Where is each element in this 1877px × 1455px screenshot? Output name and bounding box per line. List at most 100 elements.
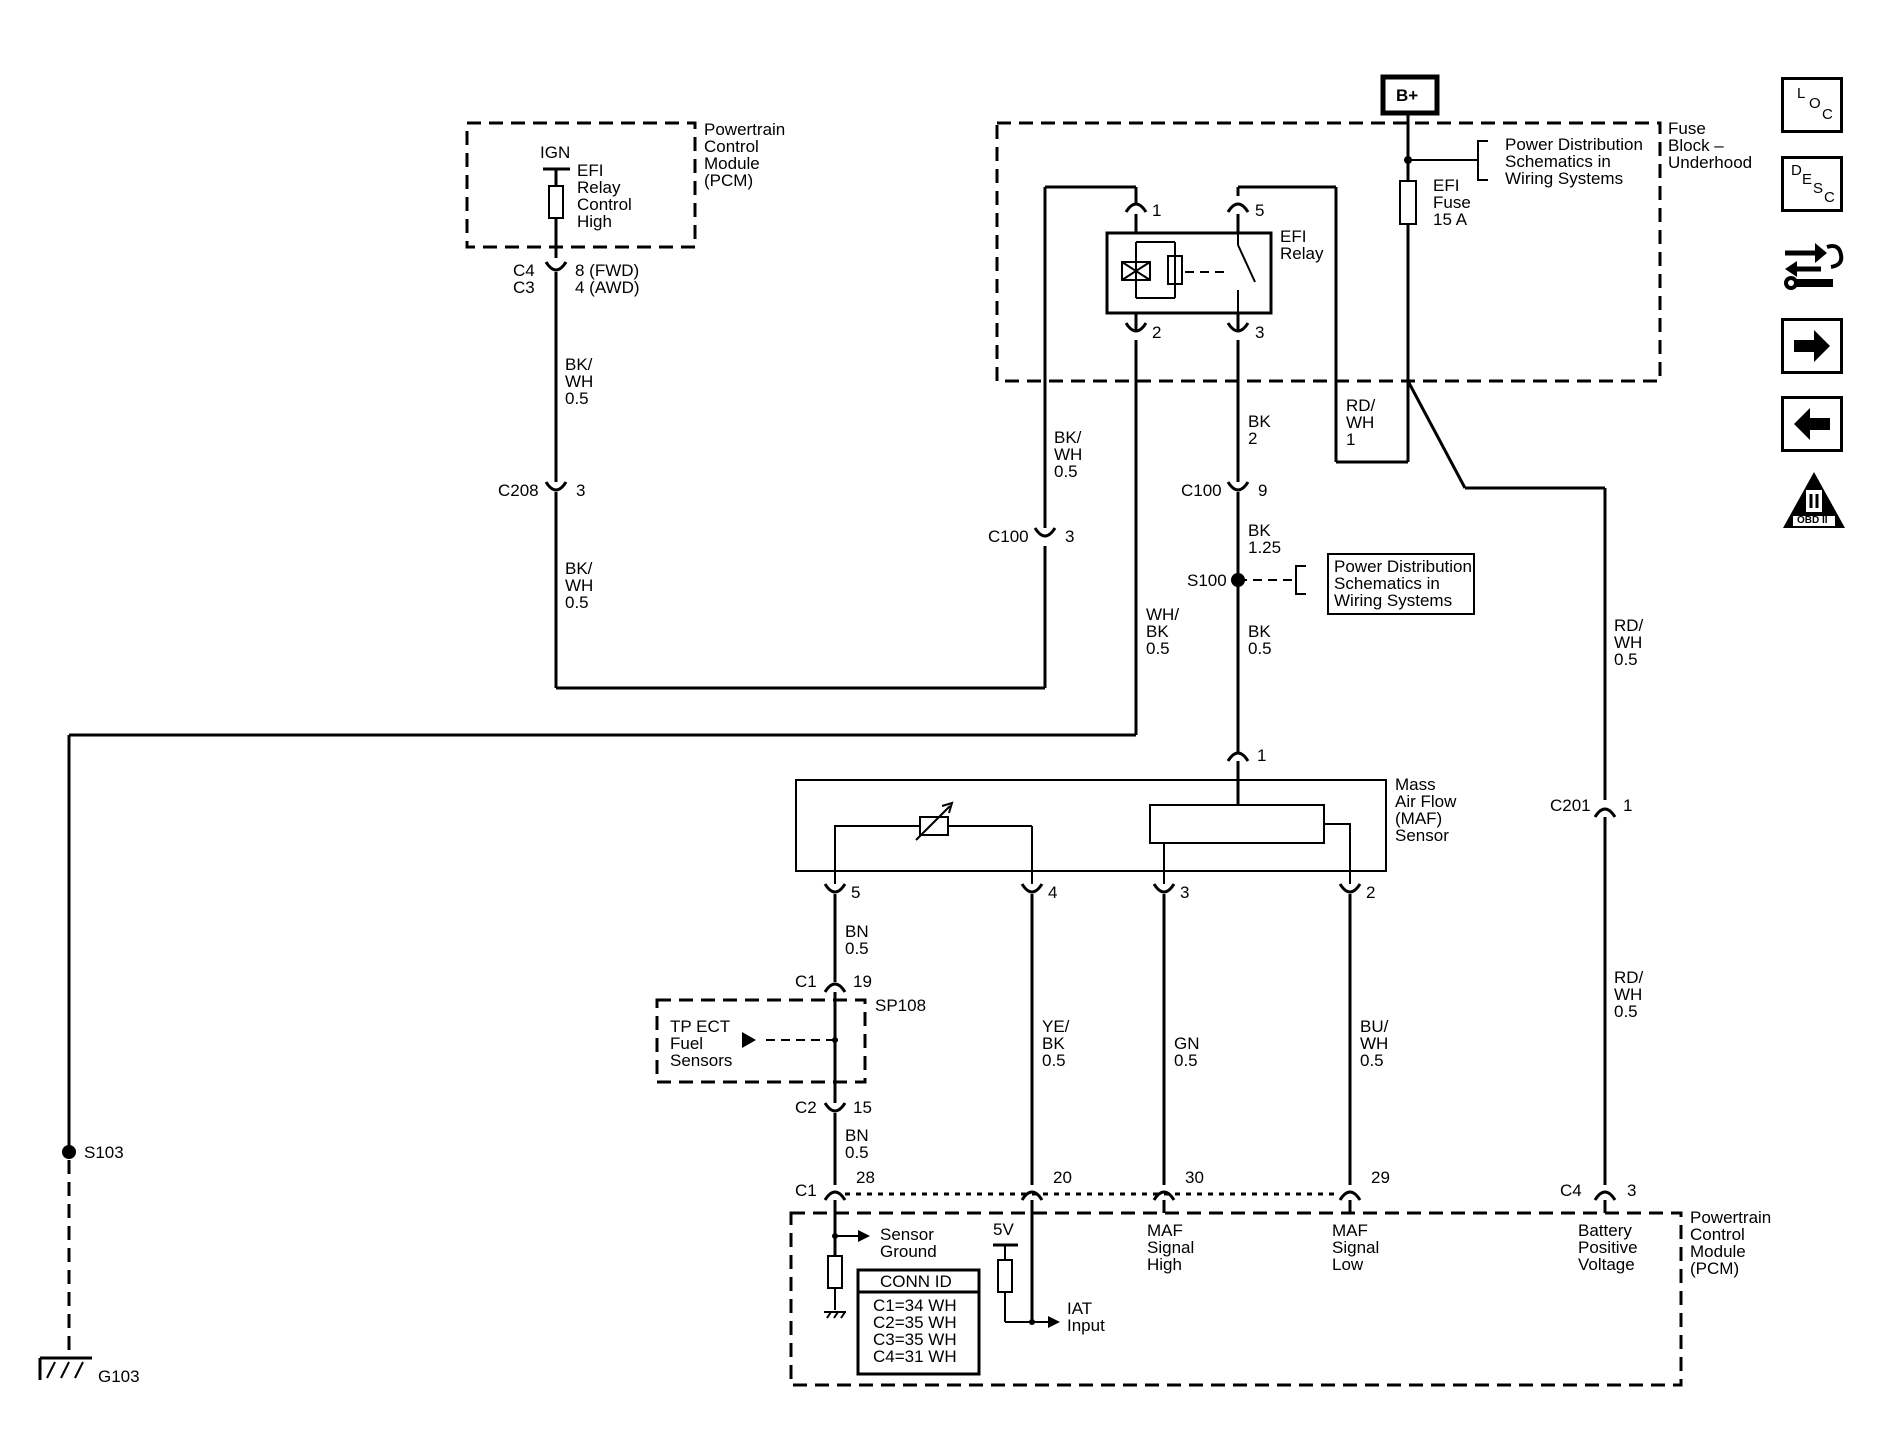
wire-bkwh-relay: C100 3 BK/ WH 0.5 <box>988 185 1138 688</box>
svg-text:Schematics in: Schematics in <box>1334 574 1440 593</box>
wire-bkwh-pcm: BK/ WH 0.5 C208 3 BK/ WH 0.5 <box>498 272 1045 690</box>
svg-text:1: 1 <box>1346 430 1355 449</box>
svg-text:0.5: 0.5 <box>1054 462 1078 481</box>
svg-text:0.5: 0.5 <box>565 389 589 408</box>
svg-text:BK: BK <box>1042 1034 1065 1053</box>
svg-text:15: 15 <box>853 1098 872 1117</box>
svg-text:29: 29 <box>1371 1168 1390 1187</box>
svg-text:CONN ID: CONN ID <box>880 1272 952 1291</box>
svg-text:5: 5 <box>1255 201 1264 220</box>
svg-text:Control: Control <box>1690 1225 1745 1244</box>
svg-text:Sensors: Sensors <box>670 1051 732 1070</box>
svg-text:WH: WH <box>565 372 593 391</box>
arrow-left-icon <box>1794 408 1830 440</box>
svg-text:C1: C1 <box>795 972 817 991</box>
desc-letter-c: C <box>1824 189 1835 206</box>
desc-letter-s: S <box>1813 180 1824 197</box>
svg-text:C100: C100 <box>1181 481 1222 500</box>
svg-text:3: 3 <box>1180 883 1189 902</box>
svg-text:15 A: 15 A <box>1433 210 1468 229</box>
svg-text:4: 4 <box>1048 883 1057 902</box>
svg-text:(PCM): (PCM) <box>1690 1259 1739 1278</box>
svg-text:C1=34 WH: C1=34 WH <box>873 1296 957 1315</box>
svg-text:1: 1 <box>1152 201 1161 220</box>
svg-text:BU/: BU/ <box>1360 1017 1389 1036</box>
svg-text:C3: C3 <box>513 278 535 297</box>
svg-text:Relay: Relay <box>577 178 621 197</box>
svg-text:C201: C201 <box>1550 796 1591 815</box>
svg-text:Sensor: Sensor <box>1395 826 1449 845</box>
svg-text:Underhood: Underhood <box>1668 153 1752 172</box>
svg-text:High: High <box>577 212 612 231</box>
svg-text:Module: Module <box>1690 1242 1746 1261</box>
svg-text:WH: WH <box>1054 445 1082 464</box>
svg-text:Control: Control <box>704 137 759 156</box>
svg-text:Positive: Positive <box>1578 1238 1638 1257</box>
obd-ii-button[interactable]: OBD II <box>1781 470 1847 532</box>
svg-text:28: 28 <box>856 1168 875 1187</box>
svg-text:BK: BK <box>1146 622 1169 641</box>
svg-text:8 (FWD): 8 (FWD) <box>575 261 639 280</box>
desc-letter-e: E <box>1802 171 1813 188</box>
svg-text:BK/: BK/ <box>565 559 593 578</box>
svg-text:0.5: 0.5 <box>1146 639 1170 658</box>
svg-text:BK: BK <box>1248 412 1271 431</box>
svg-text:RD/: RD/ <box>1346 396 1376 415</box>
svg-text:WH: WH <box>1614 985 1642 1004</box>
svg-text:(MAF): (MAF) <box>1395 809 1442 828</box>
svg-text:BK: BK <box>1248 622 1271 641</box>
wiring-tools-icon[interactable] <box>1781 237 1847 293</box>
svg-text:2: 2 <box>1366 883 1375 902</box>
svg-text:RD/: RD/ <box>1614 968 1644 987</box>
svg-text:0.5: 0.5 <box>1360 1051 1384 1070</box>
loc-letter-c: C <box>1822 106 1833 123</box>
svg-text:Input: Input <box>1067 1316 1105 1335</box>
svg-text:Fuse: Fuse <box>1668 119 1706 138</box>
svg-text:WH: WH <box>1360 1034 1388 1053</box>
svg-text:Power Distribution: Power Distribution <box>1505 135 1643 154</box>
svg-text:YE/: YE/ <box>1042 1017 1070 1036</box>
svg-text:19: 19 <box>853 972 872 991</box>
svg-text:EFI: EFI <box>1433 176 1459 195</box>
svg-text:0.5: 0.5 <box>845 1143 869 1162</box>
arrow-right-icon <box>1794 330 1830 362</box>
svg-text:0.5: 0.5 <box>1614 650 1638 669</box>
svg-text:(PCM): (PCM) <box>704 171 753 190</box>
svg-text:Voltage: Voltage <box>1578 1255 1635 1274</box>
location-button[interactable]: L O C <box>1781 77 1843 133</box>
svg-text:0.5: 0.5 <box>1614 1002 1638 1021</box>
svg-text:TP ECT: TP ECT <box>670 1017 730 1036</box>
svg-text:Powertrain: Powertrain <box>704 120 785 139</box>
svg-text:20: 20 <box>1053 1168 1072 1187</box>
svg-text:5: 5 <box>851 883 860 902</box>
svg-text:Schematics in: Schematics in <box>1505 152 1611 171</box>
efi-relay: 1 5 EFI Relay 2 3 RD/ WH 1 <box>1105 185 1408 464</box>
svg-text:30: 30 <box>1185 1168 1204 1187</box>
svg-text:Relay: Relay <box>1280 244 1324 263</box>
svg-text:BK/: BK/ <box>1054 428 1082 447</box>
description-button[interactable]: D E S C <box>1781 156 1843 212</box>
svg-text:0.5: 0.5 <box>565 593 589 612</box>
svg-text:Signal: Signal <box>1147 1238 1194 1257</box>
loc-letter-l: L <box>1797 85 1806 102</box>
svg-text:EFI: EFI <box>1280 227 1306 246</box>
back-arrow-button[interactable] <box>1781 396 1843 452</box>
svg-text:BK/: BK/ <box>565 355 593 374</box>
svg-text:WH: WH <box>1614 633 1642 652</box>
maf-sensor: 1 Mass Air Flow (MAF) Sensor 5 4 3 2 <box>795 746 1457 902</box>
svg-text:WH: WH <box>1346 413 1374 432</box>
svg-text:C2: C2 <box>795 1098 817 1117</box>
svg-text:S103: S103 <box>84 1143 124 1162</box>
svg-text:Air Flow: Air Flow <box>1395 792 1457 811</box>
forward-arrow-button[interactable] <box>1781 318 1843 374</box>
pcm-bottom: C1 28 20 30 29 C4 3 Powertrain Control M… <box>789 1168 1771 1387</box>
svg-text:BK: BK <box>1248 521 1271 540</box>
svg-text:Power Distribution: Power Distribution <box>1334 557 1472 576</box>
svg-text:0.5: 0.5 <box>845 939 869 958</box>
svg-text:Fuel: Fuel <box>670 1034 703 1053</box>
pcm-top: Powertrain Control Module (PCM) IGN EFI … <box>465 120 785 258</box>
svg-text:3: 3 <box>1065 527 1074 546</box>
svg-text:C2=35 WH: C2=35 WH <box>873 1313 957 1332</box>
svg-text:MAF: MAF <box>1332 1221 1368 1240</box>
svg-text:RD/: RD/ <box>1614 616 1644 635</box>
